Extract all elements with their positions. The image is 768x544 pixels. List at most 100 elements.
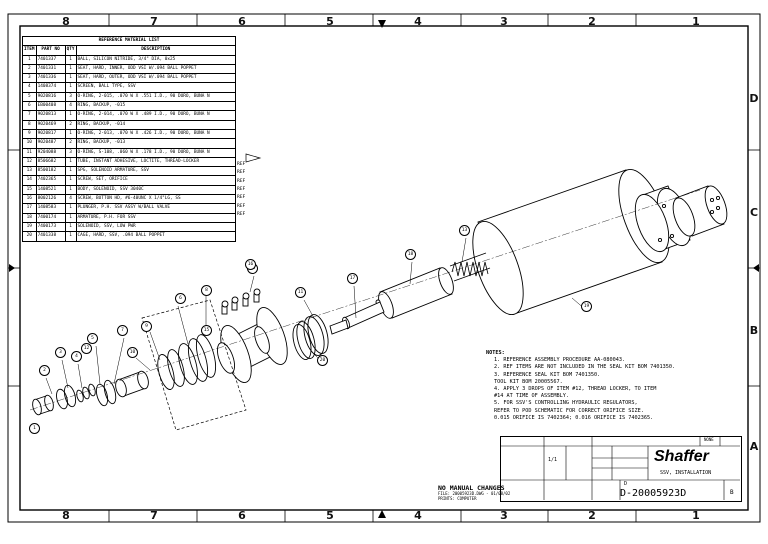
callout-balloon: 9 xyxy=(141,321,152,332)
part-number: 9020817 xyxy=(35,128,66,140)
zone-column-1: 1 xyxy=(692,15,700,28)
part-qty: 1 xyxy=(64,203,77,214)
callout-balloon: 13 xyxy=(459,225,470,236)
part-qty: 1 xyxy=(64,184,77,196)
part-qty: 3 xyxy=(64,147,77,158)
file-line: PRINTS: COMPUTER xyxy=(438,495,477,501)
part-description: SPG, SOLENOID ARMATURE, SSV xyxy=(75,166,237,177)
callout-balloon: 3 xyxy=(55,347,66,358)
part-qty: 3 xyxy=(64,91,77,103)
callout-balloon: 15 xyxy=(201,325,212,336)
part-item-number: 11 xyxy=(22,147,37,158)
zone-column-7-bottom: 7 xyxy=(150,509,158,522)
note-line: 3. REFERENCE SEAL KIT BOM 7401350. xyxy=(494,371,601,378)
zone-column-7: 7 xyxy=(150,15,158,28)
callout-balloon: 2 xyxy=(39,365,50,376)
note-line: 2. REF ITEMS ARE NOT INCLUDED IN THE SEA… xyxy=(494,364,676,371)
part-description: RING, BACKUP, -015 xyxy=(75,101,237,112)
zone-row-d: D xyxy=(749,92,759,105)
part-number: 9204088 xyxy=(35,147,66,158)
note-line: #14 AT TIME OF ASSEMBLY. xyxy=(494,393,569,400)
part-number: 1408583 xyxy=(35,203,66,214)
part-description: SCREW, SET, ORIFICE xyxy=(75,175,237,186)
zone-column-3: 3 xyxy=(500,15,508,28)
part-number: EB00408 xyxy=(35,101,66,112)
part-description: BODY, SOLENOID, SSV 3040C xyxy=(75,184,237,196)
part-item-number: 2 xyxy=(22,63,37,75)
zone-column-5: 5 xyxy=(326,15,334,28)
callout-balloon: 1 xyxy=(29,423,40,434)
part-qty: 1 xyxy=(64,63,77,75)
callout-balloon: 19 xyxy=(581,301,592,312)
part-number: 8500182 xyxy=(35,166,66,177)
part-number: 7401336 xyxy=(35,73,66,84)
notes-title: NOTES: xyxy=(486,350,505,356)
callout-balloon: 12 xyxy=(81,343,92,354)
part-item-number: 14 xyxy=(22,175,37,186)
callout-balloon: 8 xyxy=(201,285,212,296)
part-description: BALL, SILICON NITRIDE, 3/4" DIA, 0x25 xyxy=(75,54,237,65)
part-item-number: 13 xyxy=(22,166,37,177)
part-item-number: 20 xyxy=(22,231,37,242)
part-qty: 1 xyxy=(64,73,77,84)
part-qty: 1 xyxy=(64,54,77,65)
part-description: RING, BACKUP, -013 xyxy=(75,138,237,149)
part-number: 8002126 xyxy=(35,194,66,205)
callout-balloon: 6 xyxy=(175,293,186,304)
part-item-number: 10 xyxy=(22,138,37,149)
callout-balloon: 16 xyxy=(245,259,256,270)
zone-row-c: C xyxy=(749,206,759,219)
part-item-number: 18 xyxy=(22,212,37,223)
col-header-qty: QTY xyxy=(64,45,77,56)
revision: B xyxy=(730,489,734,496)
parts-list-table: REFERENCE MATERIAL LIST ITEM PART NO QTY… xyxy=(22,35,237,242)
zone-column-3-bottom: 3 xyxy=(500,509,508,522)
file-line: FILE: 20005923D.DWG - 01/08/02 xyxy=(438,491,511,496)
part-number: 9020816 xyxy=(35,91,66,103)
parts-list-header-row: ITEM PART NO QTY DESCRIPTION xyxy=(22,45,237,56)
callout-balloon: 20 xyxy=(317,355,328,366)
ref-marker: REF xyxy=(237,186,246,192)
title-block xyxy=(500,436,742,502)
callout-balloon: 17 xyxy=(347,273,358,284)
part-description: O-RING, S-108, .060 W X .178 I.D., 90 DU… xyxy=(75,147,237,158)
part-number: 9020469 xyxy=(35,119,66,130)
part-qty: 1 xyxy=(64,212,77,223)
note-line: 0.015 ORIFICE IS 7402364; 0.016 ORIFICE … xyxy=(494,414,654,421)
zone-column-8-bottom: 8 xyxy=(62,509,70,522)
zone-column-6-bottom: 6 xyxy=(238,509,246,522)
part-description: SCREEN, BALL TYPE, SSV xyxy=(75,82,237,93)
part-description: O-RING, 2-013, .070 W X .426 I.D., 90 DU… xyxy=(75,128,237,140)
ref-marker: REF xyxy=(237,195,246,201)
file-info: FILE: 20005923D.DWG - 01/08/02 PRINTS: C… xyxy=(438,491,511,501)
part-description: ARMATURE, P.H. FOR SSV xyxy=(75,212,237,223)
ref-marker: REF xyxy=(237,203,246,209)
part-description: RING, BACKUP, -014 xyxy=(75,119,237,130)
part-number: 9020487 xyxy=(35,138,66,149)
part-qty: 1 xyxy=(64,166,77,177)
part-number: 7401338 xyxy=(35,231,66,242)
part-number: 7401331 xyxy=(35,63,66,75)
part-item-number: 6 xyxy=(22,101,37,112)
part-number: 1408521 xyxy=(35,184,66,196)
parts-list-title: REFERENCE MATERIAL LIST xyxy=(22,35,236,47)
callout-balloon: 11 xyxy=(295,287,306,298)
sheet-size: D xyxy=(624,481,628,487)
part-qty: 1 xyxy=(64,128,77,140)
